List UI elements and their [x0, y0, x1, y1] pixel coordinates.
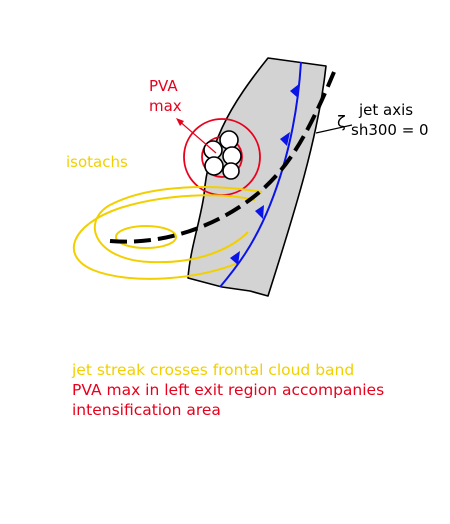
isotachs-label: isotachs [66, 153, 128, 171]
isotach-inner [115, 225, 177, 249]
pva-label-line2: max [149, 97, 182, 115]
convective-cloud-cluster [203, 130, 242, 180]
caption-line-3: intensification area [72, 401, 221, 419]
isotach-outer [72, 194, 256, 280]
jet-axis-label-line2: sh300 = 0 [351, 121, 429, 139]
pva-leader-line [177, 119, 217, 154]
caption-line-1: jet streak crosses frontal cloud band [72, 361, 355, 379]
pva-leader-arrowhead [176, 118, 184, 126]
caption-line-2: PVA max in left exit region accompanies [72, 381, 385, 399]
jet-axis-label-line1: jet axis [359, 101, 414, 119]
cold-front-triangles [230, 84, 299, 265]
isotach-lines [72, 186, 263, 280]
frontal-cloud-band [187, 57, 327, 297]
jet-axis-leader-line [315, 124, 353, 134]
cold-front-triangle-2 [280, 132, 290, 146]
jet-axis-line [109, 71, 336, 244]
cold-front-line [219, 61, 302, 288]
cold-front-triangle-1 [290, 84, 299, 98]
cold-front-triangle-3 [255, 205, 264, 219]
cold-front-triangle-4 [230, 251, 240, 265]
zeta-symbol: ζ [337, 112, 346, 131]
isotach-middle [93, 186, 263, 264]
pva-label-line1: PVA [149, 77, 178, 95]
